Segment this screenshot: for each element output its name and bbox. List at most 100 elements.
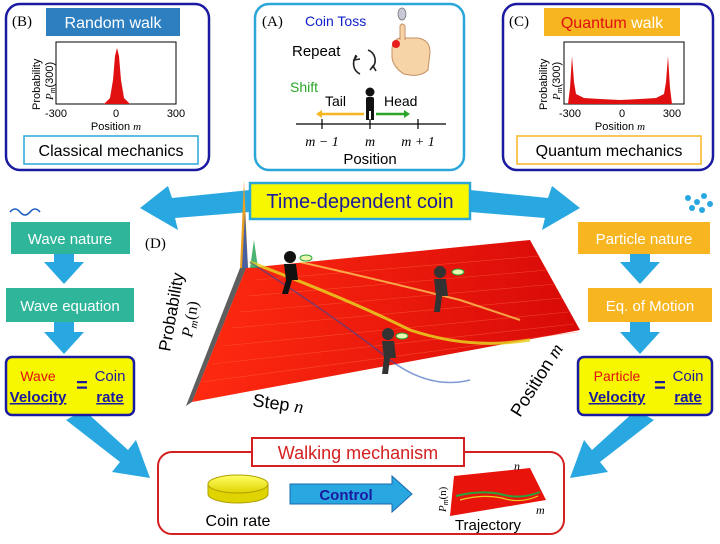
particle-velocity: Velocity xyxy=(589,389,646,406)
wave-equals: = xyxy=(76,375,88,397)
panel-b-y-axis: Probability xyxy=(31,58,43,110)
panel-c-y-sub: Pm(300) xyxy=(551,62,564,101)
arrow-wave-1 xyxy=(44,252,84,284)
panel-b-peak xyxy=(104,48,130,104)
arrow-wave-2 xyxy=(44,322,84,354)
eq-motion-box xyxy=(588,288,712,322)
panel-c-y-axis: Probability xyxy=(538,58,550,110)
panel-c-frame xyxy=(501,2,715,172)
panel-a-position: Position xyxy=(343,151,396,168)
right-chain: Particle nature Eq. of Motion Particle V… xyxy=(576,193,714,417)
arrow-particle-1 xyxy=(620,252,660,284)
panel-a: (A) Coin Toss Repeat Shift Tail Head xyxy=(253,2,466,172)
panel-c-x-axis: Position m xyxy=(595,121,645,133)
wave-word: Wave xyxy=(20,368,55,384)
tick-m: m xyxy=(365,135,375,150)
wave-icon xyxy=(9,208,41,216)
panel-c-tick-right: 300 xyxy=(663,108,681,120)
flow-arrows xyxy=(44,186,660,478)
particles-icon xyxy=(685,193,713,213)
control-arrow xyxy=(289,474,413,514)
panel-b-y-sub: Pm(300) xyxy=(44,62,57,101)
panel-a-title: Coin Toss xyxy=(305,13,366,29)
panel-d-label: (D) xyxy=(145,236,166,252)
panel-b-tick-right: 300 xyxy=(167,108,185,120)
walker-icon xyxy=(365,87,375,120)
wave-nature-label: Wave nature xyxy=(28,231,113,248)
mini-surface xyxy=(450,468,546,516)
eq-motion-label: Eq. of Motion xyxy=(606,298,694,315)
panel-b-x-axis: Position m xyxy=(91,121,141,133)
panel-a-shift: Shift xyxy=(290,79,318,95)
trajectory-label: Trajectory xyxy=(455,517,522,534)
panel-b-tick-left: -300 xyxy=(45,108,67,120)
panel-c: (C) Quantum walk Probability Pm(300) -30… xyxy=(501,2,715,172)
panel-c-tick-left: -300 xyxy=(559,108,581,120)
coin-title: Time-dependent coin xyxy=(266,191,453,213)
particle-rate: rate xyxy=(674,389,702,406)
tick-m-minus-1: m − 1 xyxy=(305,135,339,150)
panel-b-title: Random walk xyxy=(65,15,163,32)
panel-a-tail: Tail xyxy=(325,93,346,109)
step-label: Step n xyxy=(251,390,304,417)
mechanism-title: Walking mechanism xyxy=(278,443,438,463)
walker-icon-1 xyxy=(282,251,313,294)
particle-nature-label: Particle nature xyxy=(596,231,693,248)
mini-trajectory xyxy=(455,491,541,498)
panel-c-caption: Quantum mechanics xyxy=(536,143,683,160)
control-label: Control xyxy=(319,487,372,504)
walking-mechanism: Walking mechanism Coin rate Control n m … xyxy=(157,437,565,535)
wave-coin: Coin xyxy=(95,368,126,385)
panel-b-title-box xyxy=(46,8,180,36)
particle-word: Particle xyxy=(594,368,641,384)
wave-velocity-box xyxy=(4,355,136,417)
mechanism-title-box xyxy=(251,437,465,467)
wave-rate: rate xyxy=(96,389,124,406)
panel-a-label: (A) xyxy=(262,14,283,30)
wave-equation-box xyxy=(6,288,134,322)
arrow-wave-to-mech xyxy=(66,410,150,478)
coin-title-box xyxy=(248,181,472,221)
panel-b-label: (B) xyxy=(12,14,32,30)
particle-equals: = xyxy=(654,375,666,397)
panel-a-head: Head xyxy=(384,93,417,109)
hand-coin-icon xyxy=(391,7,431,76)
wave-nature-box xyxy=(11,222,130,254)
wave-equation-label: Wave equation xyxy=(20,298,120,315)
position-label: Position m xyxy=(506,340,566,420)
walker-icon-2 xyxy=(434,266,465,312)
particle-coin: Coin xyxy=(673,368,704,385)
mini-p-label: Pm(n) xyxy=(437,486,450,513)
panel-c-distribution xyxy=(568,56,672,104)
walker-icon-3 xyxy=(382,328,409,374)
coin-icon xyxy=(207,474,269,504)
panel-c-title-box xyxy=(544,8,680,36)
panel-c-caption-box xyxy=(516,135,702,165)
panel-b-caption: Classical mechanics xyxy=(39,143,184,160)
panel-b-tick-mid: 0 xyxy=(113,108,119,120)
probability-surface xyxy=(192,240,580,402)
arrow-to-particle xyxy=(470,186,580,230)
trajectory-ridge-upper xyxy=(249,260,531,345)
particle-nature-box xyxy=(578,222,710,254)
panel-c-label: (C) xyxy=(509,14,529,30)
arrow-particle-to-mech xyxy=(570,410,654,478)
left-chain: Wave nature Wave equation Wave Velocity … xyxy=(4,208,136,417)
panel-b: (B) Random walk Probability Pm(300) -300… xyxy=(4,2,211,172)
panel-b-frame xyxy=(4,2,211,172)
tick-m-plus-1: m + 1 xyxy=(401,135,435,150)
particle-velocity-box xyxy=(576,355,714,417)
arrow-particle-2 xyxy=(620,322,660,354)
arrow-to-wave xyxy=(140,186,250,230)
mini-n-label: n xyxy=(514,459,520,473)
wave-velocity: Velocity xyxy=(10,389,67,406)
trajectory-ridge-lower xyxy=(249,261,471,384)
coin-rate-label: Coin rate xyxy=(206,513,271,530)
panel-c-tick-mid: 0 xyxy=(619,108,625,120)
panel-a-repeat: Repeat xyxy=(292,43,341,60)
pmn-label: Pm(n) xyxy=(179,300,204,340)
panel-b-caption-box xyxy=(23,135,199,165)
mini-m-label: m xyxy=(536,503,545,517)
